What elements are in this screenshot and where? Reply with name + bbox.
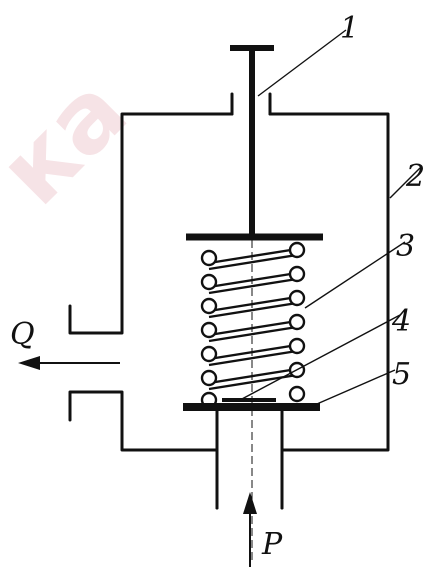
- spring-wire-left: [200, 321, 218, 339]
- spring-wire-left: [200, 369, 218, 387]
- spring-coil-front: [208, 343, 298, 361]
- spring-coil-front: [208, 367, 298, 385]
- label-4: 4: [391, 304, 411, 339]
- spring-coil-back: [208, 349, 298, 367]
- leader-4: [239, 314, 401, 401]
- leader-5: [309, 369, 396, 408]
- spring-coil-back: [208, 253, 298, 271]
- label-3: 3: [396, 229, 415, 264]
- spring-coil-back: [208, 301, 298, 319]
- label-5: 5: [392, 357, 411, 392]
- spring-wire-left: [200, 297, 218, 315]
- pressure-arrow: [243, 492, 257, 567]
- watermark-text: ка: [0, 55, 148, 226]
- flow-arrow: [18, 356, 120, 370]
- spring-coil-back: [208, 325, 298, 343]
- label-p: P: [261, 527, 283, 562]
- spring-wire-right: [288, 385, 306, 403]
- label-2: 2: [405, 159, 425, 194]
- spring: [200, 241, 306, 409]
- spring-coil-front: [208, 247, 298, 265]
- spring-coil-front: [208, 295, 298, 313]
- spring-wire-left: [200, 273, 218, 291]
- spring-wire-left: [200, 345, 218, 363]
- leader-2: [389, 167, 421, 199]
- spring-coil-front: [208, 319, 298, 337]
- spring-wire-right: [288, 313, 306, 331]
- leader-3: [304, 241, 406, 309]
- spring-wire-right: [288, 241, 306, 259]
- spring-wire-right: [288, 289, 306, 307]
- label-1: 1: [340, 11, 359, 46]
- spring-wire-right: [288, 265, 306, 283]
- leader-1: [257, 29, 347, 97]
- stem-guide: [230, 92, 272, 116]
- label-q: Q: [10, 317, 35, 352]
- housing: [68, 112, 390, 510]
- spring-wire-right: [288, 337, 306, 355]
- spring-wire-left: [200, 249, 218, 267]
- spring-coil-front: [208, 271, 298, 289]
- watermark: ка: [0, 55, 148, 226]
- spring-coil-back: [208, 277, 298, 295]
- inlet-pipe: [215, 408, 284, 510]
